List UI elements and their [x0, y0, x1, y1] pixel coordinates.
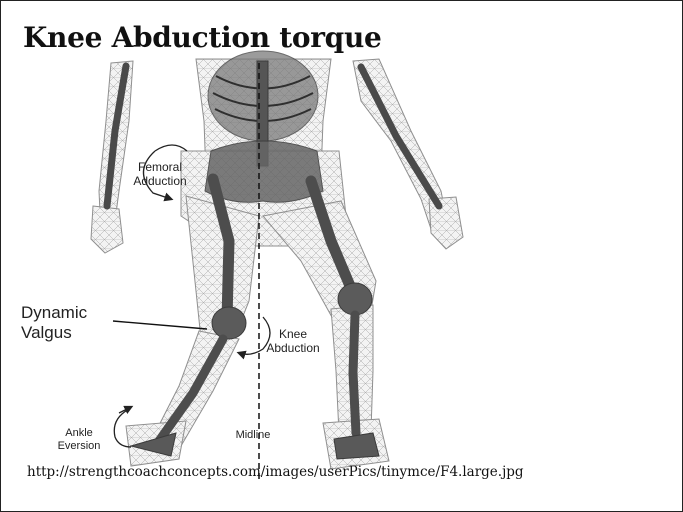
femoral-adduction-label: Femoral Adduction [125, 161, 195, 189]
source-url[interactable]: http://strengthcoachconcepts.com/images/… [27, 464, 524, 480]
ankle-eversion-label: Ankle Eversion [49, 427, 109, 452]
slide-title: Knee Abduction torque [23, 21, 382, 54]
dynamic-valgus-label: Dynamic Valgus [21, 303, 111, 342]
midline-label: Midline [223, 429, 283, 442]
dynamic-valgus-pointer [113, 321, 207, 329]
knee-abduction-label: Knee Abduction [258, 328, 328, 356]
